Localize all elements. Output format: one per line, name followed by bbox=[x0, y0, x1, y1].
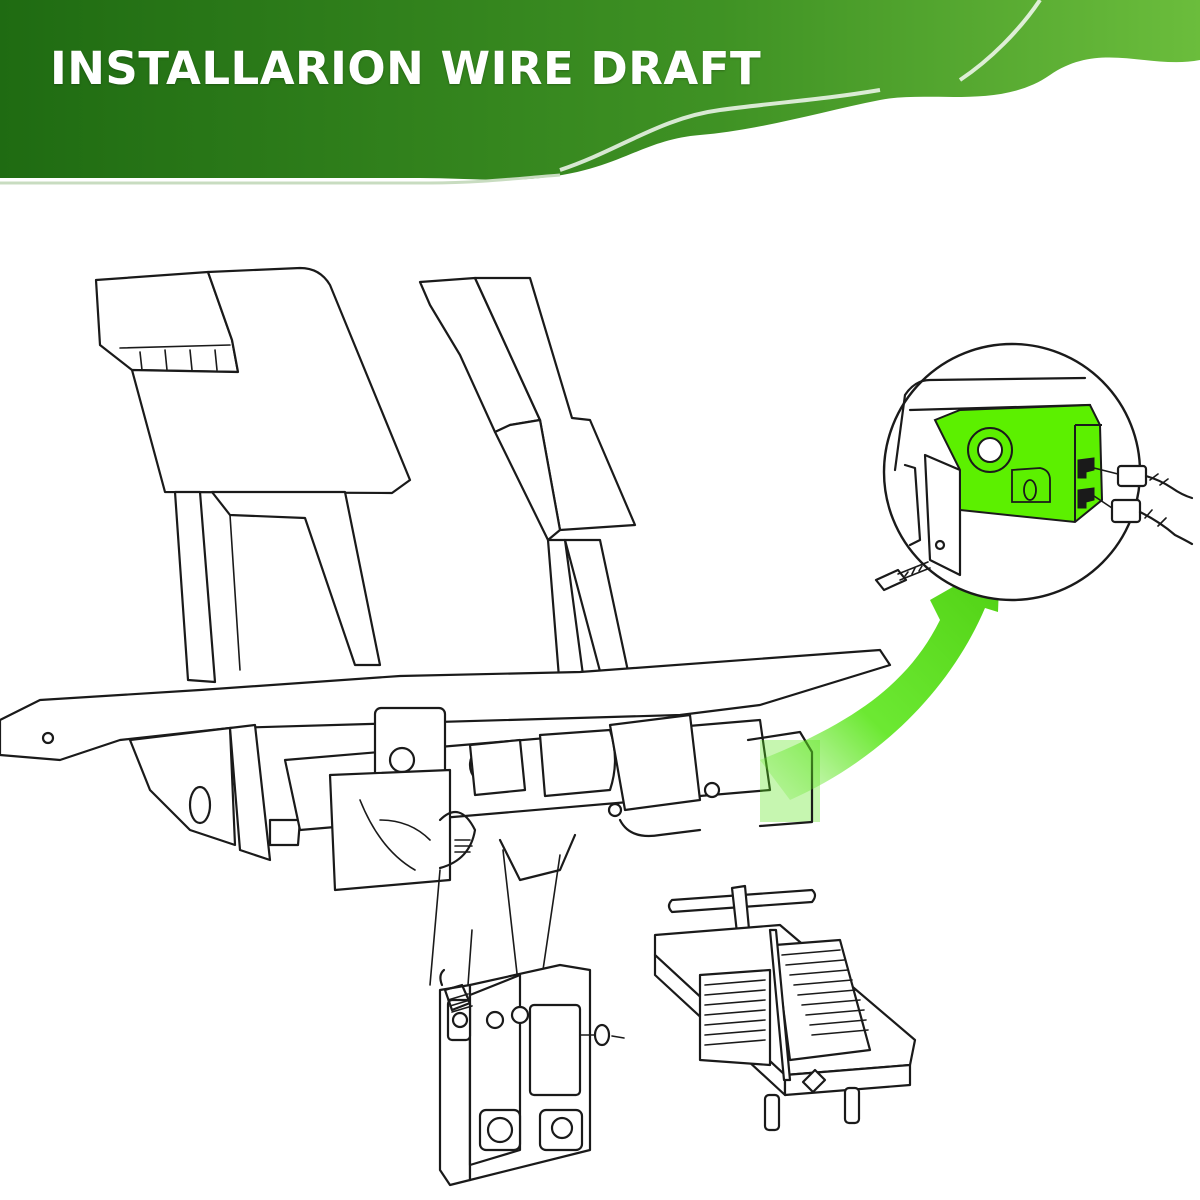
installation-diagram bbox=[0, 266, 1194, 1187]
banner-background bbox=[0, 0, 1200, 185]
detail-view bbox=[874, 376, 1194, 592]
right-pedal bbox=[418, 276, 637, 692]
pivot-assembly bbox=[283, 706, 772, 892]
spring-assembly bbox=[653, 884, 917, 1132]
pivot-spring-bracket bbox=[429, 849, 625, 1187]
page-title: INSTALLARION WIRE DRAFT bbox=[50, 42, 762, 95]
curved-arrow-icon bbox=[760, 560, 1000, 800]
left-pedal bbox=[94, 266, 412, 684]
mounting-bracket bbox=[0, 648, 892, 862]
